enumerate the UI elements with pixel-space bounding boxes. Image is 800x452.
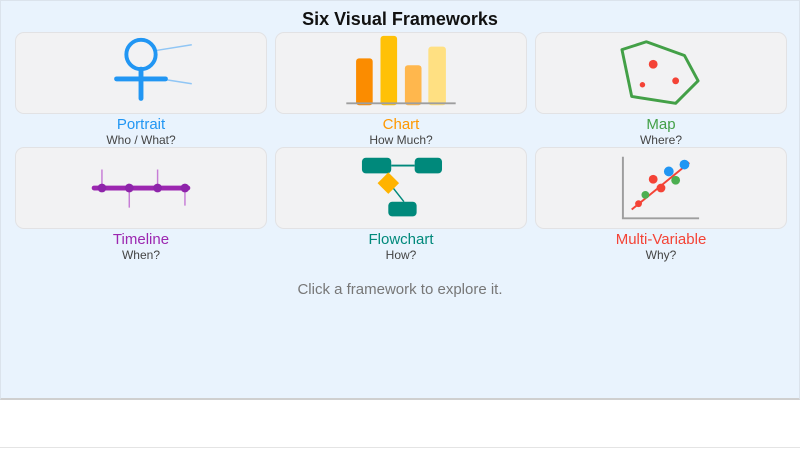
framework-question-multi-variable: Why? — [645, 248, 677, 262]
framework-card-chart[interactable]: Chart How Much? — [275, 32, 527, 147]
map-polygon-icon — [620, 40, 700, 105]
framework-card-map[interactable]: Map Where? — [535, 32, 787, 147]
framework-label-timeline: Timeline — [112, 231, 170, 248]
scatter-plot-icon — [621, 156, 700, 220]
timeline-icon-box[interactable] — [15, 147, 267, 229]
flowchart-icon-box[interactable] — [275, 147, 527, 229]
framework-question-timeline: When? — [121, 248, 161, 262]
map-icon-box[interactable] — [535, 32, 787, 114]
framework-question-flowchart: How? — [385, 248, 417, 262]
framework-label-map: Map — [646, 116, 676, 133]
flowchart-icon — [361, 157, 443, 217]
hint-text: Click a framework to explore it. — [297, 281, 503, 298]
framework-label-portrait: Portrait — [116, 116, 166, 133]
bar-chart-icon — [346, 35, 456, 106]
timeline-icon — [91, 169, 191, 208]
chart-icon-box[interactable] — [275, 32, 527, 114]
framework-card-multi-variable[interactable]: Multi-Variable Why? — [535, 147, 787, 262]
frameworks-grid: Portrait Who / What? Chart How Much? — [15, 32, 799, 262]
portrait-icon-box[interactable] — [15, 32, 267, 114]
framework-card-timeline[interactable]: Timeline When? — [15, 147, 267, 262]
framework-label-multi-variable: Multi-Variable — [615, 231, 707, 248]
framework-card-portrait[interactable]: Portrait Who / What? — [15, 32, 267, 147]
footer-panel — [0, 400, 800, 448]
framework-question-portrait: Who / What? — [106, 133, 176, 147]
multi-variable-icon-box[interactable] — [535, 147, 787, 229]
framework-label-chart: Chart — [382, 116, 420, 133]
framework-card-flowchart[interactable]: Flowchart How? — [275, 147, 527, 262]
framework-question-map: Where? — [639, 133, 683, 147]
page-title: Six Visual Frameworks — [302, 9, 498, 29]
frameworks-panel: Six Visual Frameworks Portrait Who / Wha… — [0, 0, 800, 400]
portrait-icon — [114, 37, 192, 101]
framework-question-chart: How Much? — [369, 133, 433, 147]
framework-label-flowchart: Flowchart — [368, 231, 434, 248]
